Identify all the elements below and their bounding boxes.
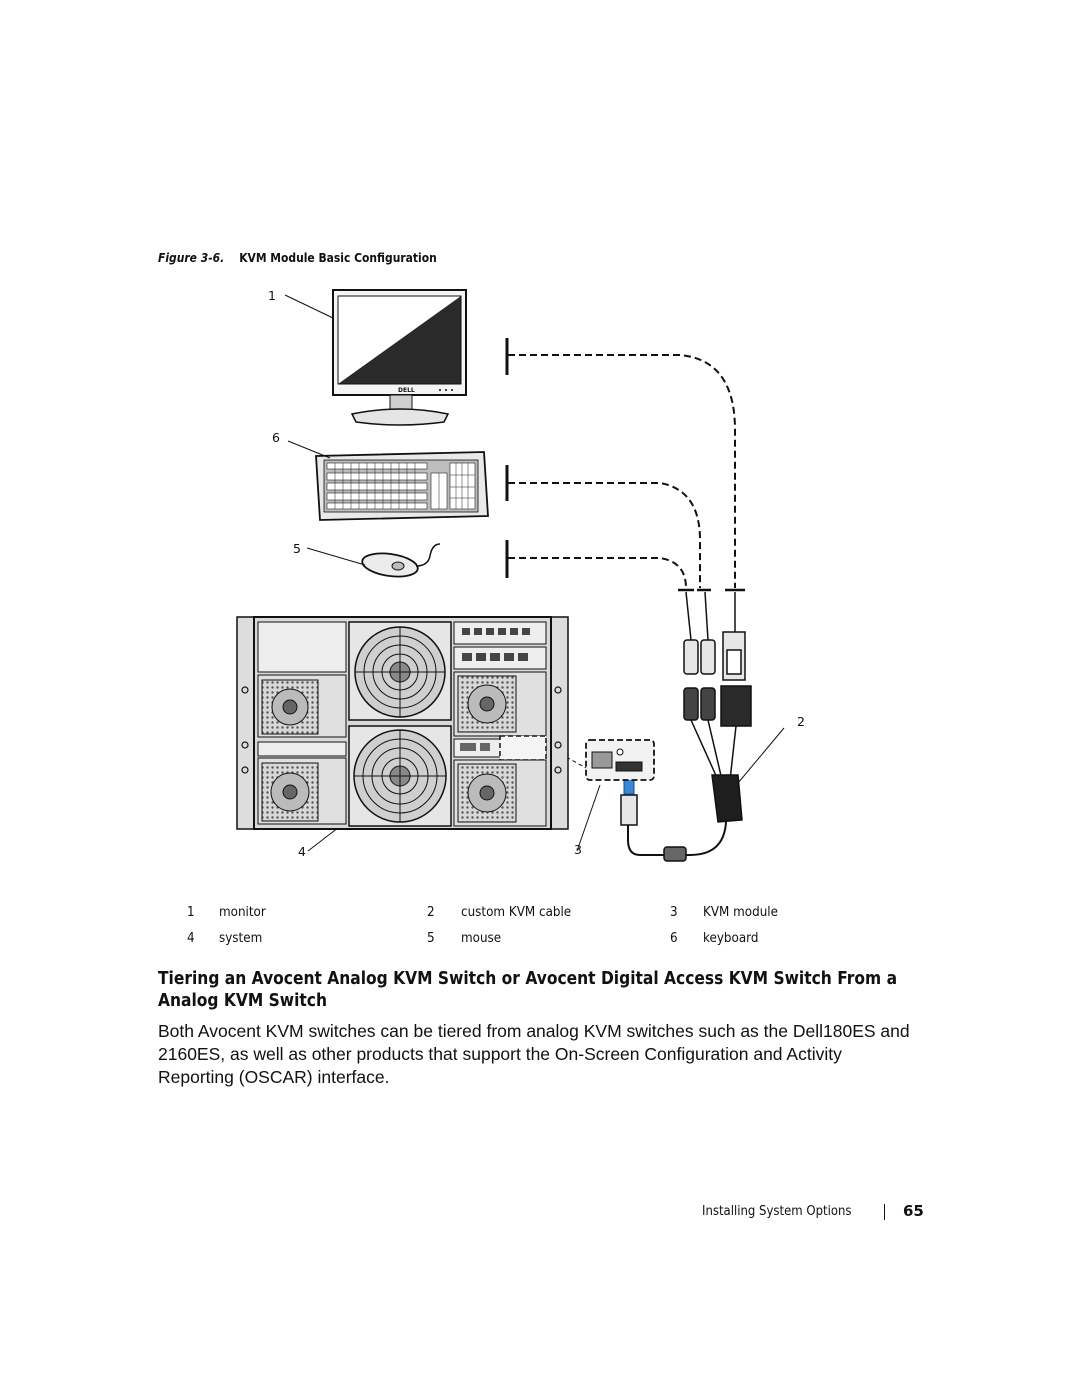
section-heading: Tiering an Avocent Analog KVM Switch or … (158, 968, 898, 1011)
figure-label: Figure 3-6. (158, 250, 225, 265)
kvm-module (547, 739, 655, 781)
footer-chapter-title: Installing System Options (702, 1204, 852, 1219)
callout-2: 2 (797, 714, 805, 729)
legend-num: 4 (187, 931, 195, 946)
callout-4: 4 (298, 844, 306, 859)
callout-5: 5 (293, 541, 301, 556)
body-paragraph: Both Avocent KVM switches can be tiered … (158, 1021, 910, 1087)
legend-num: 1 (187, 905, 195, 920)
legend-num: 2 (427, 905, 435, 920)
page-number: 65 (903, 1202, 924, 1220)
figure-caption: Figure 3-6. KVM Module Basic Configurati… (158, 250, 437, 265)
monitor-logo: DELL (398, 387, 415, 394)
legend-text: monitor (219, 905, 266, 920)
monitor: DELL (332, 289, 467, 426)
callout-3: 3 (574, 842, 582, 857)
footer-divider (884, 1204, 885, 1220)
callout-1: 1 (268, 288, 276, 303)
kvm-configuration-diagram: DELL (236, 289, 785, 862)
legend-text: KVM module (703, 905, 778, 920)
legend-num: 5 (427, 931, 435, 946)
system-chassis (236, 616, 569, 830)
figure-title: KVM Module Basic Configuration (239, 250, 437, 265)
legend-num: 3 (670, 905, 678, 920)
cable-connectors (683, 591, 746, 681)
legend-text: mouse (461, 931, 502, 946)
legend-text: keyboard (703, 931, 759, 946)
legend-num: 6 (670, 931, 678, 946)
callout-6: 6 (272, 430, 280, 445)
keyboard (315, 451, 489, 521)
legend-text: custom KVM cable (461, 905, 572, 920)
legend-text: system (219, 931, 263, 946)
mouse (361, 543, 441, 578)
